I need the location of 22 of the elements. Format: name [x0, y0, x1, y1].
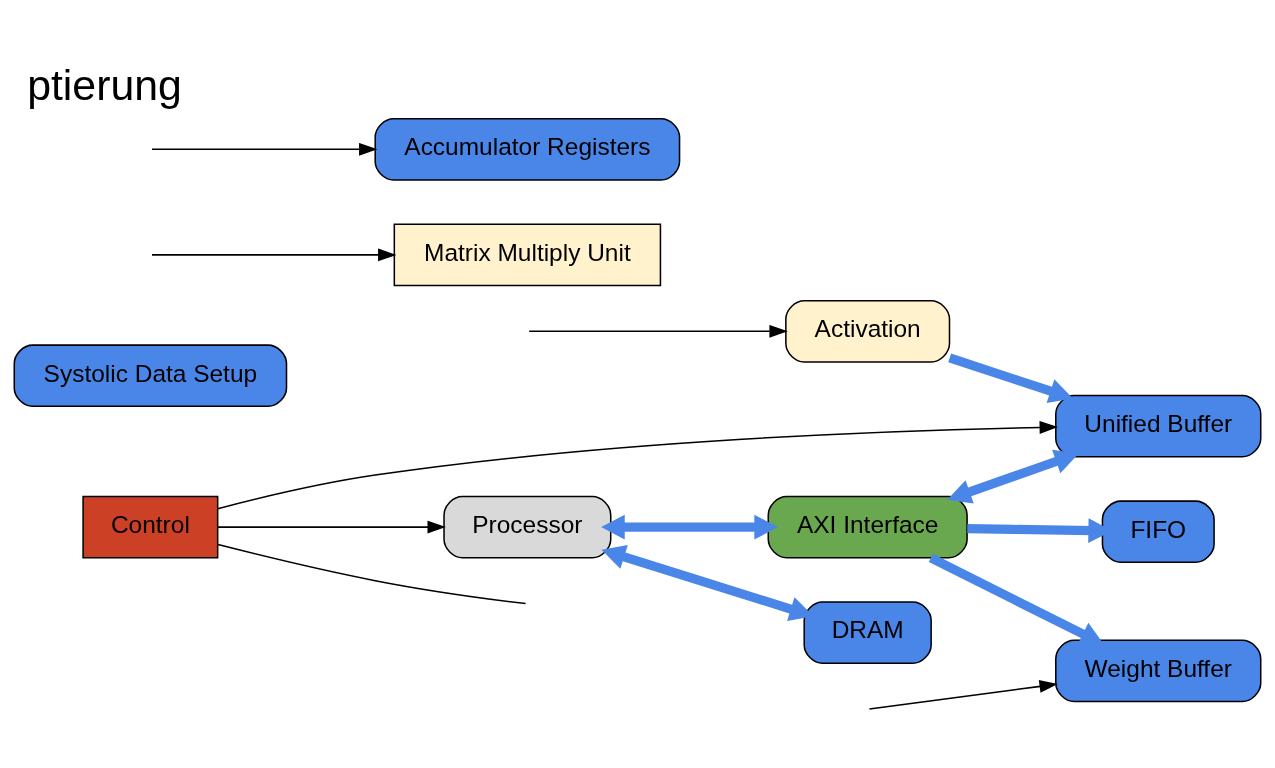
diagram-title: ptierung [27, 59, 182, 108]
node-box: Accumulator Registers [374, 117, 681, 181]
arrow [217, 420, 1058, 509]
connector [217, 543, 527, 604]
arrow [947, 449, 1079, 504]
node-box: Control [82, 495, 219, 558]
arrow [528, 324, 788, 338]
arrow [868, 679, 1058, 710]
node-box: Systolic Data Setup [13, 343, 288, 407]
arrow [948, 353, 1073, 403]
node-box: Processor [443, 495, 612, 558]
node-box: FIFO [1101, 499, 1215, 563]
node-box: Weight Buffer [1055, 639, 1262, 702]
arrow [217, 520, 446, 534]
node-box: Unified Buffer [1055, 394, 1262, 458]
node-box: Matrix Multiply Unit [393, 223, 662, 286]
arrow [151, 142, 378, 156]
arrow [151, 247, 397, 261]
node-box: Activation [785, 299, 951, 363]
node-box: AXI Interface [767, 495, 968, 558]
node-box: DRAM [803, 600, 932, 664]
arrow [601, 514, 778, 540]
